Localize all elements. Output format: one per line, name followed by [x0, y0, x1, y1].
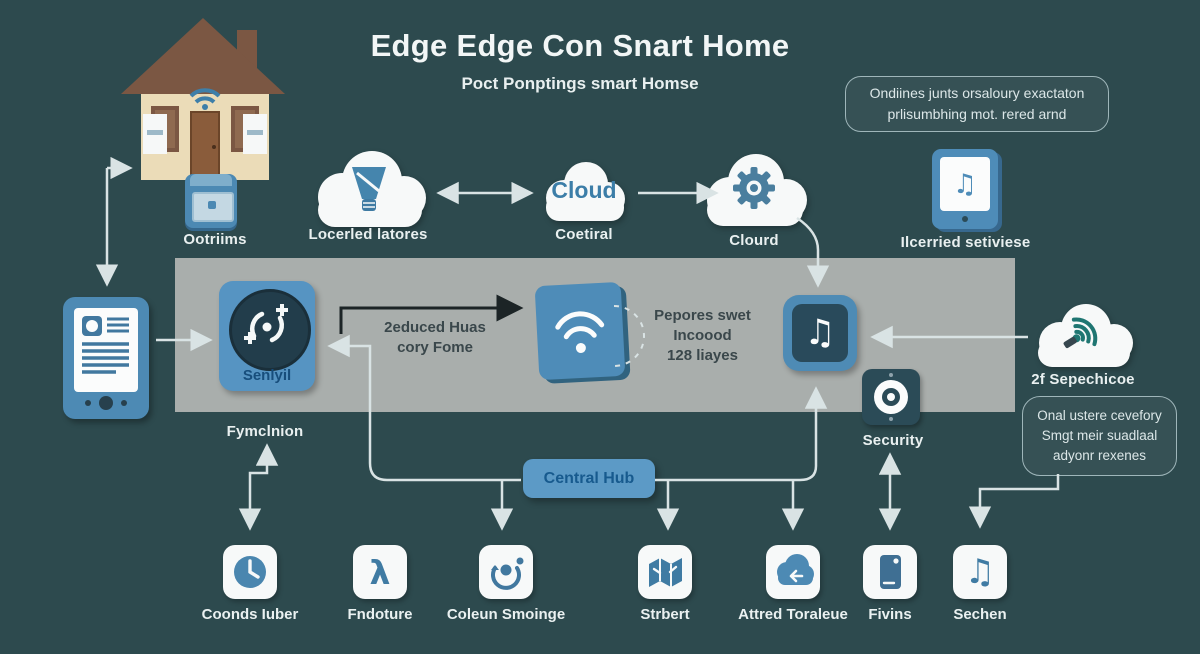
- bottom-label-music: Sechen: [953, 606, 1007, 623]
- speaker-center: [887, 393, 895, 401]
- tablet-dot-right: [121, 400, 127, 406]
- note-right-line2: Smgt meir suadlaal: [1041, 428, 1158, 443]
- band-note-left: 2educed Huas cory Fome: [365, 318, 505, 358]
- wifi-cloud-label: 2f Sepechicoe: [1031, 371, 1135, 388]
- controller-dot: [208, 201, 216, 209]
- phone-icon: [880, 555, 901, 589]
- signal-icon: [1063, 317, 1098, 349]
- smart-house-icon: [121, 18, 285, 181]
- wifi-icon: [555, 311, 605, 353]
- bottom-tile-user-sync: [479, 545, 533, 599]
- smart-controller-icon: [185, 174, 237, 228]
- arrow-fymclnion-clock: [238, 443, 279, 531]
- band-note-right-line1: Pepores swet: [654, 307, 751, 324]
- sync-circle: [229, 289, 311, 371]
- note-right-line1: Onal ustere cevefory: [1037, 408, 1162, 423]
- band-note-left-line1: 2educed Huas: [384, 319, 486, 336]
- bottom-tile-lambda: λ: [353, 545, 407, 599]
- bottom-label-lambda: Fndoture: [347, 606, 413, 623]
- house-window-right: [231, 106, 267, 154]
- music-note-icon: ♫: [804, 313, 836, 353]
- clock-icon: [234, 556, 266, 588]
- bottom-label-map: Strbert: [640, 606, 690, 623]
- music-device-screen: ♫: [792, 304, 848, 362]
- bottom-label-user-sync: Coleun Smoinge: [446, 606, 566, 623]
- house-label: Ootriims: [183, 231, 247, 248]
- bottom-tile-clock: [223, 545, 277, 599]
- note-top-right: Ondiines junts orsaloury exactaton prlis…: [845, 76, 1109, 132]
- tablet-dot-left: [85, 400, 91, 406]
- house-wifi-icon: [189, 88, 221, 104]
- house-window-left: [143, 106, 179, 154]
- security-dot-top: [889, 373, 893, 377]
- central-cloud-icon: [546, 162, 625, 221]
- map-icon: [649, 558, 682, 587]
- central-cloud-text: Cloud: [551, 177, 617, 203]
- music-device: ♫: [783, 295, 857, 371]
- music-note-icon: ♫: [952, 168, 978, 200]
- sync-icon: [244, 304, 288, 344]
- page-subtitle: Poct Ponptings smart Homse: [461, 74, 699, 93]
- gear-cloud-label: Clourd: [729, 232, 779, 249]
- page-title: Edge Edge Con Snart Home: [370, 28, 790, 63]
- music-icon: ♫: [964, 552, 996, 592]
- bulb-cloud-icon: [318, 151, 426, 227]
- bulb-cloud-label: Locerled latores: [308, 226, 428, 243]
- bottom-label-phone: Fivins: [868, 606, 912, 623]
- security-dot-bottom: [889, 417, 893, 421]
- controller-top: [190, 174, 232, 186]
- lightbulb-icon: [352, 167, 386, 211]
- band-note-left-line2: cory Fome: [397, 339, 473, 356]
- bottom-label-cloud-transfer: Attred Toraleue: [738, 606, 848, 623]
- line-senlyil-to-hub: [368, 412, 521, 482]
- cloud-transfer-icon: [777, 554, 814, 585]
- arrow-note-to-sechen: [968, 474, 1060, 529]
- gear-icon: [733, 167, 775, 209]
- media-tablet-icon: ♫: [932, 149, 998, 229]
- central-cloud-label: Coetiral: [555, 226, 613, 243]
- note-top-right-line1: Ondiines junts orsaloury exactaton: [869, 85, 1085, 101]
- note-right: Onal ustere cevefory Smgt meir suadlaal …: [1022, 396, 1177, 476]
- user-sync-icon: [491, 557, 524, 590]
- media-tablet-screen: ♫: [940, 157, 990, 211]
- bottom-label-clock: Coonds Iuber: [201, 606, 299, 623]
- security-device: [862, 369, 920, 425]
- senlyil-device: Senlyil: [219, 281, 315, 391]
- left-tablet-icon: [63, 297, 149, 419]
- wifi-gateway-device: [534, 281, 626, 381]
- bottom-tile-music: ♫: [953, 545, 1007, 599]
- band-note-right-line2: Incoood: [673, 327, 732, 344]
- left-tablet-screen: [74, 308, 138, 392]
- note-right-line3: adyonr rexenes: [1052, 448, 1147, 463]
- bottom-tile-map: [638, 545, 692, 599]
- bottom-tile-phone: [863, 545, 917, 599]
- band-note-right-line3: 128 liayes: [667, 347, 738, 364]
- senlyil-label: Senlyil: [242, 367, 292, 384]
- media-tablet-button: [962, 216, 968, 222]
- gear-cloud-icon: [707, 154, 807, 226]
- note-top-right-line2: prlisumbhing mot. rered arnd: [887, 106, 1067, 122]
- bottom-tile-cloud-transfer: [766, 545, 820, 599]
- wifi-cloud-icon: [1038, 304, 1133, 367]
- left-tablet-label: Fymclnion: [226, 423, 304, 440]
- media-tablet-label: Ilcerried setiviese: [900, 234, 1031, 251]
- document-icon: [82, 316, 129, 374]
- central-hub-button[interactable]: Central Hub: [523, 459, 655, 498]
- security-speaker-icon: [874, 380, 908, 414]
- lambda-icon: λ: [369, 552, 391, 592]
- band-note-right: Pepores swet Incoood 128 liayes: [640, 306, 765, 366]
- tablet-home-button: [99, 396, 113, 410]
- security-label: Security: [862, 432, 924, 449]
